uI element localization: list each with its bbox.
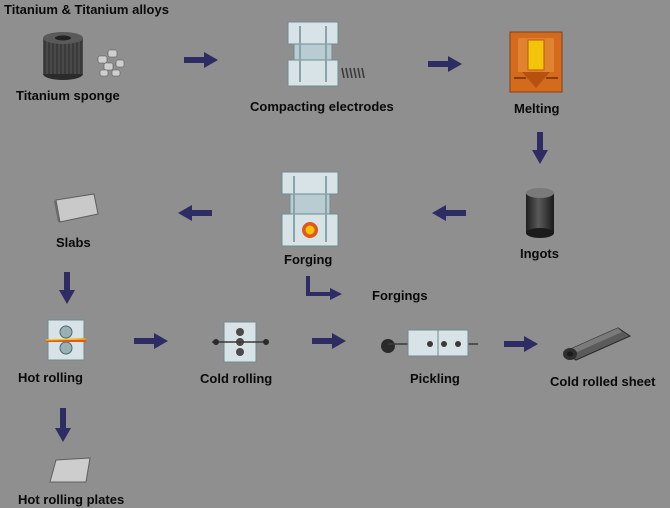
cold-rolled-sheet-icon	[562, 327, 632, 361]
ingots-label: Ingots	[520, 246, 559, 261]
arrow-right-sponge-to-compacting	[184, 52, 218, 68]
melting-furnace-icon	[509, 31, 563, 93]
arrow-right-compacting-to-melting	[428, 56, 462, 72]
titanium-sponge-icon	[43, 32, 125, 80]
hot-rolling-mill-icon	[45, 319, 87, 361]
pickling-label: Pickling	[410, 371, 460, 386]
arrow-right-hot-to-cold-rolling	[134, 333, 168, 349]
cold-rolling-mill-icon	[212, 321, 269, 363]
compacting-electrodes-label: Compacting electrodes	[250, 99, 394, 114]
slabs-label: Slabs	[56, 235, 91, 250]
cold-rolled-sheet-label: Cold rolled sheet	[550, 374, 656, 389]
cold-rolling-label: Cold rolling	[200, 371, 273, 386]
forging-label: Forging	[284, 252, 333, 267]
arrow-right-pickling-to-sheet	[504, 336, 538, 352]
arrow-left-forging-to-slabs	[178, 205, 212, 221]
melting-label: Melting	[514, 101, 560, 116]
ingot-icon	[526, 188, 554, 238]
hot-rolling-label: Hot rolling	[18, 370, 83, 385]
forgings-label: Forgings	[372, 288, 428, 303]
arrow-down-melting-to-ingots	[532, 132, 548, 164]
hot-rolling-plate-icon	[49, 457, 91, 483]
slab-icon	[54, 193, 99, 223]
pickling-line-icon	[381, 329, 478, 357]
forgings-elbow-arrow	[306, 276, 342, 300]
diagram-title: Titanium & Titanium alloys	[4, 2, 169, 17]
compacting-press-icon	[287, 21, 365, 87]
arrow-left-ingots-to-forging	[432, 205, 466, 221]
arrow-right-cold-rolling-to-pickling	[312, 333, 346, 349]
arrow-down-slabs-to-hot-rolling	[59, 272, 75, 304]
arrow-down-hot-rolling-to-plates	[55, 408, 71, 442]
forging-press-icon	[281, 171, 339, 247]
titanium-sponge-label: Titanium sponge	[16, 88, 120, 103]
hot-rolling-plates-label: Hot rolling plates	[18, 492, 125, 507]
